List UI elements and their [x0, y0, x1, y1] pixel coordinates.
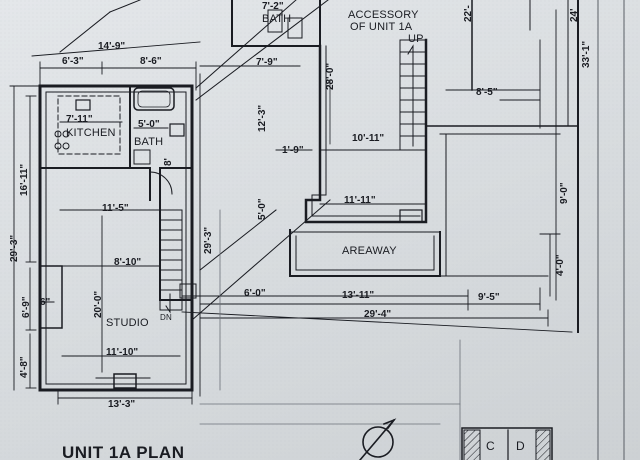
- stair-down-label: DN: [160, 313, 172, 322]
- dim-upper-bath: 7'-2": [262, 1, 284, 12]
- dim-kitchen-width: 6'-3": [62, 56, 84, 67]
- dim-29-3-mid: 29'-3": [203, 226, 214, 254]
- dim-1-9: 1'-9": [282, 145, 304, 156]
- dim-studio-upper-width: 11'-5": [102, 203, 129, 214]
- dim-6-inch: 6": [40, 297, 51, 308]
- dim-6-9: 6'-9": [21, 296, 32, 318]
- faint-construction-lines: [199, 209, 461, 460]
- dim-20-0: 20'-0": [93, 290, 104, 318]
- sink-icon: [169, 123, 185, 137]
- upper-bath-label: BATH: [262, 13, 292, 25]
- studio-stair: [159, 209, 197, 314]
- dim-4-8: 4'-8": [19, 356, 30, 378]
- dim-29-3-left: 29'-3": [9, 234, 20, 262]
- section-key: [461, 427, 553, 460]
- dim-8: 8': [163, 158, 174, 166]
- dim-studio-lower-width: 11'-10": [106, 347, 139, 358]
- dim-5-0-vert: 5'-0": [257, 198, 268, 220]
- dim-7-9: 7'-9": [256, 57, 278, 68]
- dim-bath-width: 8'-6": [140, 56, 162, 67]
- dim-10-11: 10'-11": [352, 133, 385, 144]
- dim-bath-depth: 5'-0": [138, 119, 160, 130]
- dim-9-0: 9'-0": [559, 182, 570, 204]
- dim-kitchen-island: 7'-11": [66, 114, 93, 125]
- north-arrow-icon: [358, 418, 397, 460]
- dimension-lines: [9, 41, 573, 405]
- section-c-label: C: [486, 439, 495, 453]
- accessory-walls: [231, 0, 428, 224]
- dim-24: 24': [569, 8, 580, 22]
- dim-13-3: 13'-3": [108, 399, 136, 410]
- dim-11-11: 11'-11": [344, 195, 376, 206]
- dim-4-0: 4'-0": [555, 254, 566, 276]
- dim-studio-mid-width: 8'-10": [114, 257, 142, 268]
- kitchen-counter-outline: [57, 95, 121, 155]
- bathtub-icon: [133, 87, 175, 111]
- dim-overall-width: 14'-9": [98, 41, 126, 52]
- dim-13-11: 13'-11": [342, 290, 375, 301]
- studio-window: [113, 373, 137, 389]
- accessory-stair: [399, 39, 427, 151]
- studio-label: STUDIO: [106, 317, 149, 329]
- accessory-label-unit: OF UNIT 1A: [350, 21, 413, 33]
- dim-8-5: 8'-5": [476, 87, 498, 98]
- unit-walls: [38, 84, 194, 392]
- dim-6-0: 6'-0": [244, 288, 266, 299]
- bath-label: BATH: [134, 136, 164, 148]
- areaway-label: AREAWAY: [342, 245, 397, 257]
- dim-9-5: 9'-5": [478, 292, 500, 303]
- dim-28-0: 28'-0": [325, 62, 336, 90]
- kitchen-label: KITCHEN: [66, 127, 116, 139]
- dim-29-4: 29'-4": [364, 309, 392, 320]
- plan-title: UNIT 1A PLAN: [62, 443, 185, 460]
- dim-12-3: 12'-3": [257, 104, 268, 132]
- stair-up-label: UP: [408, 33, 424, 45]
- dim-22: 22'-: [463, 5, 474, 22]
- accessory-label: ACCESSORY: [348, 9, 419, 21]
- areaway-walls: [289, 229, 441, 277]
- dim-33-1: 33'-1": [581, 40, 592, 68]
- dim-16-11: 16'-11": [19, 163, 30, 196]
- section-d-label: D: [516, 439, 525, 453]
- building-outline-right: [425, 0, 625, 460]
